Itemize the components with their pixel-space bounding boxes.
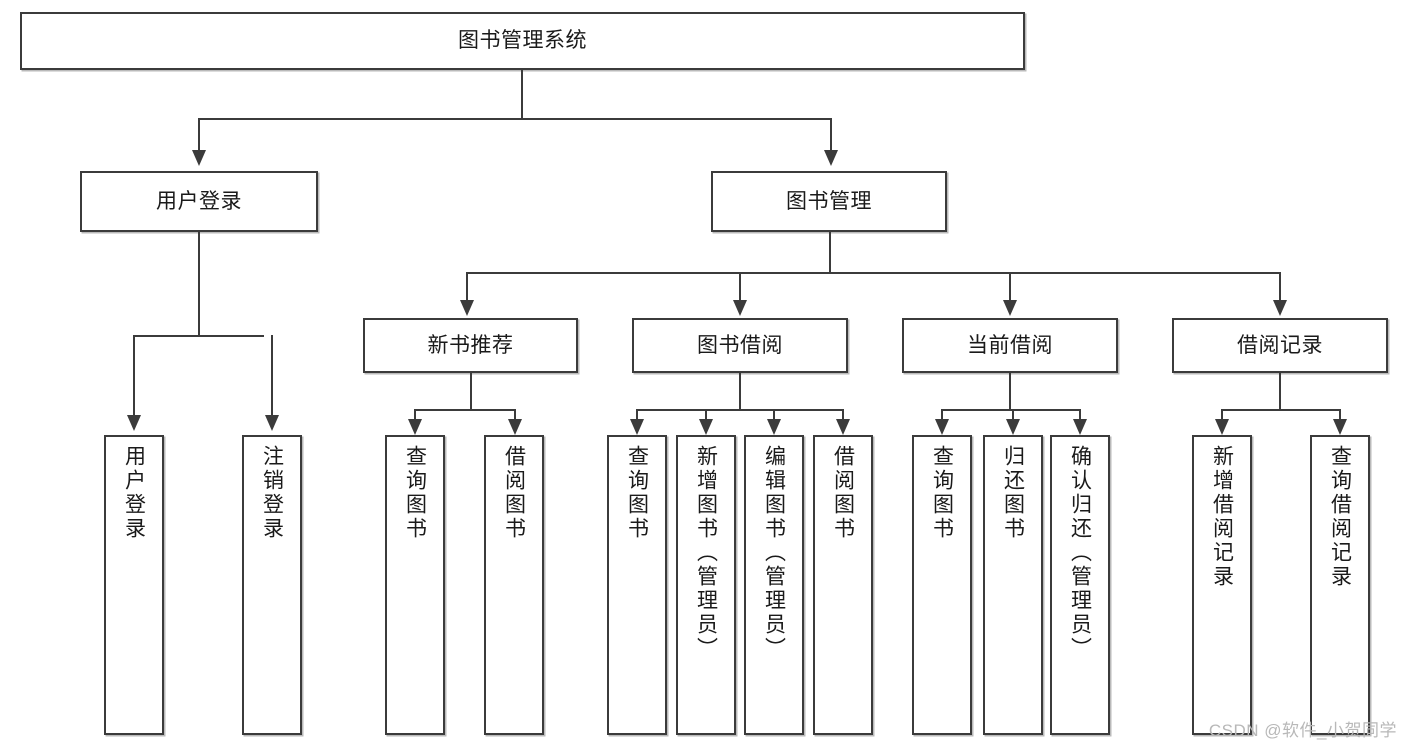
arrowhead-cb-query-book (935, 419, 949, 435)
leaf-nb-query-book[interactable]: 查询图书 (385, 435, 445, 735)
leaf-bb-edit-book-label: 编辑图书（管理员） (762, 445, 786, 661)
arrowhead-br-add-record (1215, 419, 1229, 435)
edge-book-mgmt-drop-borrow (739, 272, 741, 302)
arrowhead-br-query-record (1333, 419, 1347, 435)
edge-records-drop-1 (1221, 409, 1223, 421)
edge-current-drop-2 (1012, 409, 1014, 421)
node-new-book-recommend-label: 新书推荐 (427, 333, 514, 357)
arrowhead-nb-borrow-book (508, 419, 522, 435)
edge-new-books-drop-1 (414, 409, 416, 421)
node-current-borrow-label: 当前借阅 (967, 333, 1053, 357)
leaf-cb-query-book-label: 查询图书 (930, 445, 954, 541)
leaf-bb-query-book-label: 查询图书 (625, 445, 649, 541)
node-book-management[interactable]: 图书管理 (711, 171, 947, 232)
watermark: CSDN @软件_小贺同学 (1208, 721, 1397, 740)
arrowhead-records (1273, 300, 1287, 316)
leaf-user-login-label: 用户登录 (122, 445, 146, 541)
arrowhead-new-books (460, 300, 474, 316)
arrowhead-bb-borrow-book (836, 419, 850, 435)
leaf-nb-borrow-book-label: 借阅图书 (502, 445, 526, 541)
leaf-cb-confirm-return-label: 确认归还（管理员） (1068, 445, 1092, 661)
leaf-br-add-record-label: 新增借阅记录 (1210, 445, 1234, 589)
arrowhead-current (1003, 300, 1017, 316)
arrowhead-cb-confirm-return (1073, 419, 1087, 435)
edge-user-login-bus (133, 335, 264, 337)
edge-root-to-user-login (198, 118, 200, 152)
arrowhead-bb-add-book (699, 419, 713, 435)
leaf-cb-confirm-return[interactable]: 确认归还（管理员） (1050, 435, 1110, 735)
edge-user-login-drop-1 (133, 335, 135, 417)
edge-current-stem (1009, 373, 1011, 409)
edge-new-books-stem (470, 373, 472, 409)
arrowhead-nb-query-book (408, 419, 422, 435)
edge-root-to-book-mgmt (830, 118, 832, 152)
node-book-management-label: 图书管理 (786, 189, 872, 213)
edge-book-mgmt-bus (466, 272, 1280, 274)
edge-new-books-drop-2 (514, 409, 516, 421)
edge-book-mgmt-drop-current (1009, 272, 1011, 302)
node-current-borrow[interactable]: 当前借阅 (902, 318, 1118, 373)
arrowhead-borrow (733, 300, 747, 316)
leaf-logout-label: 注销登录 (260, 445, 284, 541)
leaf-logout[interactable]: 注销登录 (242, 435, 302, 735)
leaf-cb-query-book[interactable]: 查询图书 (912, 435, 972, 735)
edge-records-bus (1221, 409, 1341, 411)
edge-borrow-drop-1 (636, 409, 638, 421)
edge-book-mgmt-drop-new-books (466, 272, 468, 302)
leaf-br-add-record[interactable]: 新增借阅记录 (1192, 435, 1252, 735)
leaf-nb-query-book-label: 查询图书 (403, 445, 427, 541)
arrowhead-bb-edit-book (767, 419, 781, 435)
node-root[interactable]: 图书管理系统 (20, 12, 1025, 70)
leaf-bb-borrow-book-label: 借阅图书 (831, 445, 855, 541)
leaf-br-query-record-label: 查询借阅记录 (1328, 445, 1352, 589)
arrowhead-leaf-logout (265, 415, 279, 431)
edge-current-bus (941, 409, 1080, 411)
arrowhead-leaf-user-login (127, 415, 141, 431)
node-borrow-records[interactable]: 借阅记录 (1172, 318, 1388, 373)
arrowhead-cb-return-book (1006, 419, 1020, 435)
edge-records-stem (1279, 373, 1281, 409)
arrowhead-user-login (192, 150, 206, 166)
leaf-bb-borrow-book[interactable]: 借阅图书 (813, 435, 873, 735)
edge-borrow-drop-2 (705, 409, 707, 421)
node-root-label: 图书管理系统 (458, 29, 587, 53)
leaf-user-login[interactable]: 用户登录 (104, 435, 164, 735)
edge-root-bus (198, 118, 832, 120)
node-book-borrow-label: 图书借阅 (697, 333, 783, 357)
node-borrow-records-label: 借阅记录 (1237, 333, 1323, 357)
edge-book-mgmt-drop-records (1279, 272, 1281, 302)
leaf-cb-return-book-label: 归还图书 (1001, 445, 1025, 541)
leaf-bb-edit-book[interactable]: 编辑图书（管理员） (744, 435, 804, 735)
leaf-br-query-record[interactable]: 查询借阅记录 (1310, 435, 1370, 735)
edge-user-login-drop-2 (271, 335, 273, 417)
leaf-nb-borrow-book[interactable]: 借阅图书 (484, 435, 544, 735)
leaf-bb-add-book-label: 新增图书（管理员） (694, 445, 718, 661)
edge-current-drop-3 (1079, 409, 1081, 421)
node-user-login[interactable]: 用户登录 (80, 171, 318, 232)
edge-borrow-drop-4 (842, 409, 844, 421)
edge-records-drop-2 (1339, 409, 1341, 421)
edge-user-login-stem (198, 232, 200, 335)
edge-new-books-bus (414, 409, 516, 411)
edge-borrow-bus (636, 409, 843, 411)
leaf-bb-query-book[interactable]: 查询图书 (607, 435, 667, 735)
edge-borrow-drop-3 (773, 409, 775, 421)
edge-root-stem (521, 70, 523, 118)
edge-current-drop-1 (941, 409, 943, 421)
leaf-cb-return-book[interactable]: 归还图书 (983, 435, 1043, 735)
arrowhead-book-mgmt (824, 150, 838, 166)
arrowhead-bb-query-book (630, 419, 644, 435)
node-user-login-label: 用户登录 (156, 189, 242, 213)
edge-book-mgmt-stem (829, 232, 831, 272)
node-book-borrow[interactable]: 图书借阅 (632, 318, 848, 373)
node-new-book-recommend[interactable]: 新书推荐 (363, 318, 578, 373)
leaf-bb-add-book[interactable]: 新增图书（管理员） (676, 435, 736, 735)
edge-borrow-stem (739, 373, 741, 409)
